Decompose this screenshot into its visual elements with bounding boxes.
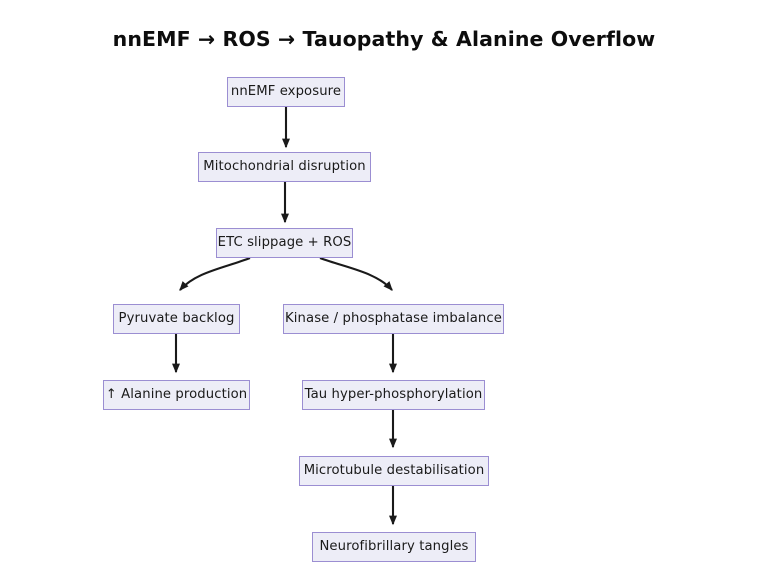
node-label: ↑ Alanine production bbox=[105, 387, 248, 403]
edge-etc-to-pyruvate bbox=[179, 257, 251, 291]
node-mitochondrial-disruption[interactable]: Mitochondrial disruption bbox=[198, 152, 371, 182]
node-label: Mitochondrial disruption bbox=[203, 159, 366, 175]
node-label: Microtubule destabilisation bbox=[303, 463, 485, 479]
node-label: Neurofibrillary tangles bbox=[319, 539, 469, 555]
node-label: Pyruvate backlog bbox=[118, 311, 235, 327]
node-label: ETC slippage + ROS bbox=[217, 235, 352, 251]
node-label: Tau hyper-phosphorylation bbox=[304, 387, 483, 403]
node-tau-hyperphosphorylation[interactable]: Tau hyper-phosphorylation bbox=[302, 380, 485, 410]
node-microtubule-destabilisation[interactable]: Microtubule destabilisation bbox=[299, 456, 489, 486]
edge-etc-to-kinase bbox=[319, 257, 393, 291]
node-label: Kinase / phosphatase imbalance bbox=[285, 311, 502, 327]
node-etc-slippage-ros[interactable]: ETC slippage + ROS bbox=[216, 228, 353, 258]
node-pyruvate-backlog[interactable]: Pyruvate backlog bbox=[113, 304, 240, 334]
node-alanine-production[interactable]: ↑ Alanine production bbox=[103, 380, 250, 410]
node-neurofibrillary-tangles[interactable]: Neurofibrillary tangles bbox=[312, 532, 476, 562]
node-label: nnEMF exposure bbox=[230, 84, 342, 100]
node-nnemf-exposure[interactable]: nnEMF exposure bbox=[227, 77, 345, 107]
node-kinase-phosphatase-imbalance[interactable]: Kinase / phosphatase imbalance bbox=[283, 304, 504, 334]
page-title: nnEMF → ROS → Tauopathy & Alanine Overfl… bbox=[112, 27, 656, 51]
